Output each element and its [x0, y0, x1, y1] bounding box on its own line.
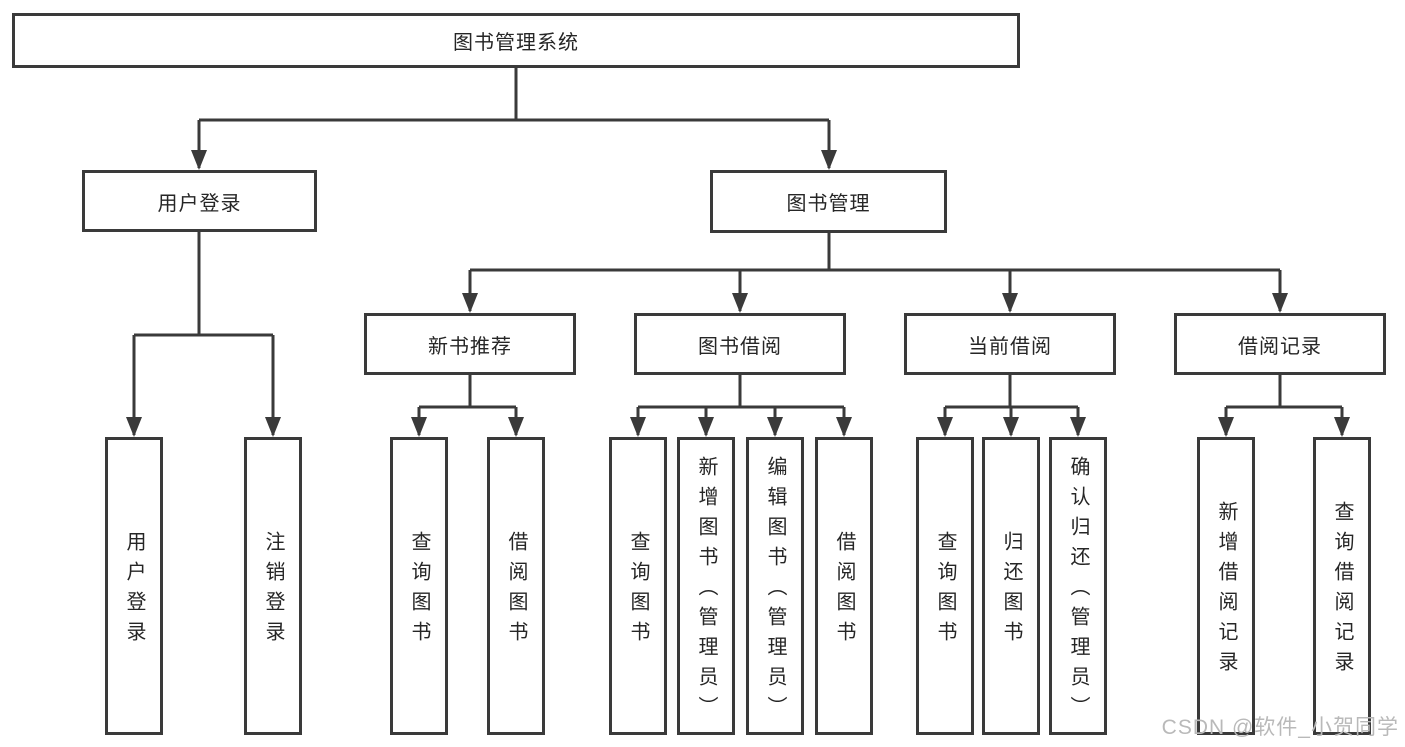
- leaf-user-login-label: 用户登录: [123, 531, 145, 651]
- leaf-logout-label: 注销登录: [262, 531, 284, 651]
- leaf-edit-books-admin-label: 编辑图书（管理员）: [764, 456, 786, 726]
- node-user-login-label: 用户登录: [157, 192, 242, 215]
- node-root-system: 图书管理系统: [12, 13, 1020, 68]
- connector-new-rec-spine: [419, 375, 516, 409]
- node-book-borrowing-label: 图书借阅: [698, 335, 782, 358]
- node-borrowing-records: 借阅记录: [1174, 313, 1386, 375]
- connector-cur-borrow-spine: [945, 375, 1078, 409]
- leaf-query-books-current: 查询图书: [916, 437, 974, 735]
- connector-book-mgmt-spine: [470, 233, 1280, 272]
- leaf-user-login: 用户登录: [105, 437, 163, 735]
- leaf-query-books-recommendation-label: 查询图书: [408, 531, 430, 651]
- node-new-book-recommendation: 新书推荐: [364, 313, 576, 375]
- leaf-confirm-return-admin-label: 确认归还（管理员）: [1067, 456, 1089, 726]
- node-current-borrowing: 当前借阅: [904, 313, 1116, 375]
- leaf-query-borrow-record-label: 查询借阅记录: [1331, 501, 1353, 681]
- connector-borrow-rec-spine: [1226, 375, 1342, 409]
- leaf-add-books-admin-label: 新增图书（管理员）: [695, 456, 717, 726]
- leaf-edit-books-admin: 编辑图书（管理员）: [746, 437, 804, 735]
- leaf-return-books-label: 归还图书: [1000, 531, 1022, 651]
- node-book-management-label: 图书管理: [786, 193, 871, 215]
- leaf-borrow-books-borrowing-label: 借阅图书: [833, 531, 855, 651]
- node-new-book-recommendation-label: 新书推荐: [428, 335, 512, 358]
- leaf-query-books-current-label: 查询图书: [934, 531, 956, 651]
- node-book-borrowing: 图书借阅: [634, 313, 846, 375]
- leaf-return-books: 归还图书: [982, 437, 1040, 735]
- leaf-logout: 注销登录: [244, 437, 302, 735]
- leaf-query-books-recommendation: 查询图书: [390, 437, 448, 735]
- leaf-add-borrow-record-label: 新增借阅记录: [1215, 501, 1237, 681]
- leaf-query-books-borrowing-label: 查询图书: [627, 531, 649, 651]
- leaf-confirm-return-admin: 确认归还（管理员）: [1049, 437, 1107, 735]
- leaf-add-books-admin: 新增图书（管理员）: [677, 437, 735, 735]
- leaf-query-borrow-record: 查询借阅记录: [1313, 437, 1371, 735]
- connector-user-login-spine: [134, 232, 273, 337]
- leaf-borrow-books-borrowing: 借阅图书: [815, 437, 873, 735]
- leaf-add-borrow-record: 新增借阅记录: [1197, 437, 1255, 735]
- node-current-borrowing-label: 当前借阅: [968, 335, 1052, 358]
- watermark: CSDN @软件_小贺同学: [1161, 716, 1399, 739]
- connector-root-spine: [199, 68, 829, 122]
- node-user-login: 用户登录: [82, 170, 317, 232]
- leaf-borrow-books-recommendation-label: 借阅图书: [505, 531, 527, 651]
- leaf-query-books-borrowing: 查询图书: [609, 437, 667, 735]
- connector-book-borrow-spine: [638, 375, 844, 409]
- node-root-label: 图书管理系统: [453, 32, 579, 54]
- node-borrowing-records-label: 借阅记录: [1238, 335, 1322, 358]
- leaf-borrow-books-recommendation: 借阅图书: [487, 437, 545, 735]
- node-book-management: 图书管理: [710, 170, 947, 233]
